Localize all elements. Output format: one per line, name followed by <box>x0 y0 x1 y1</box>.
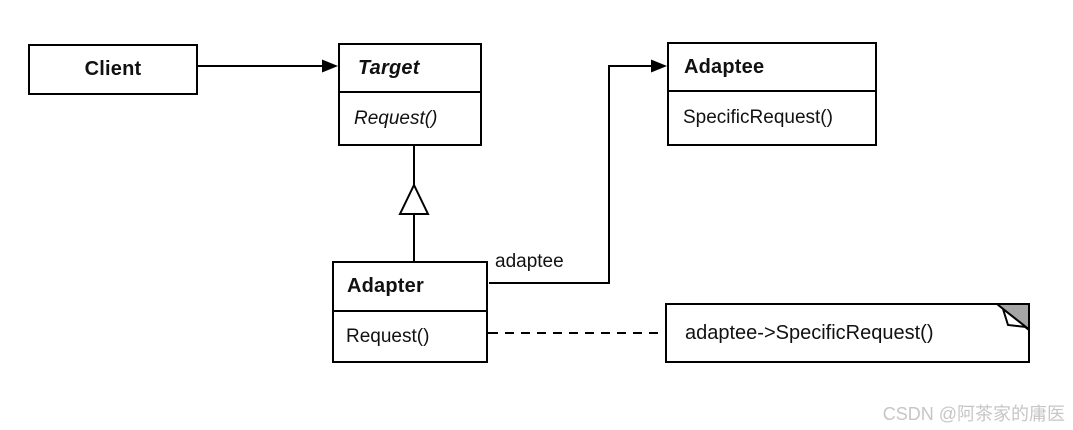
inheritance-triangle-icon <box>398 182 430 215</box>
class-name-adaptee: Adaptee <box>669 44 875 92</box>
adapter-target-generalization <box>398 146 430 261</box>
csdn-watermark: CSDN @阿茶家的庸医 <box>882 404 1065 424</box>
class-box-target: Target Request() <box>338 43 482 146</box>
class-box-adaptee: Adaptee SpecificRequest() <box>667 42 877 146</box>
arrowhead-target <box>322 59 338 73</box>
implementation-note: adaptee->SpecificRequest() <box>665 303 1030 363</box>
class-name-client: Client <box>84 58 142 80</box>
implementation-note-text: adaptee->SpecificRequest() <box>685 321 934 344</box>
adapter-adaptee-association <box>489 59 667 284</box>
class-box-adapter: Adapter Request() <box>332 261 488 363</box>
class-name-target: Target <box>340 45 480 93</box>
class-name-adapter: Adapter <box>334 263 486 312</box>
method-target-request: Request() <box>354 107 438 129</box>
arrowhead-adaptee <box>651 59 667 73</box>
client-target-association <box>198 59 338 73</box>
note-fold-corner-icon <box>994 303 1030 333</box>
class-box-client: Client <box>28 44 198 95</box>
method-adaptee-specificrequest: SpecificRequest() <box>683 107 833 128</box>
implementation-note-link <box>459 326 665 340</box>
method-adapter-request: Request() <box>346 325 430 347</box>
association-role-label-adaptee: adaptee <box>495 251 564 272</box>
